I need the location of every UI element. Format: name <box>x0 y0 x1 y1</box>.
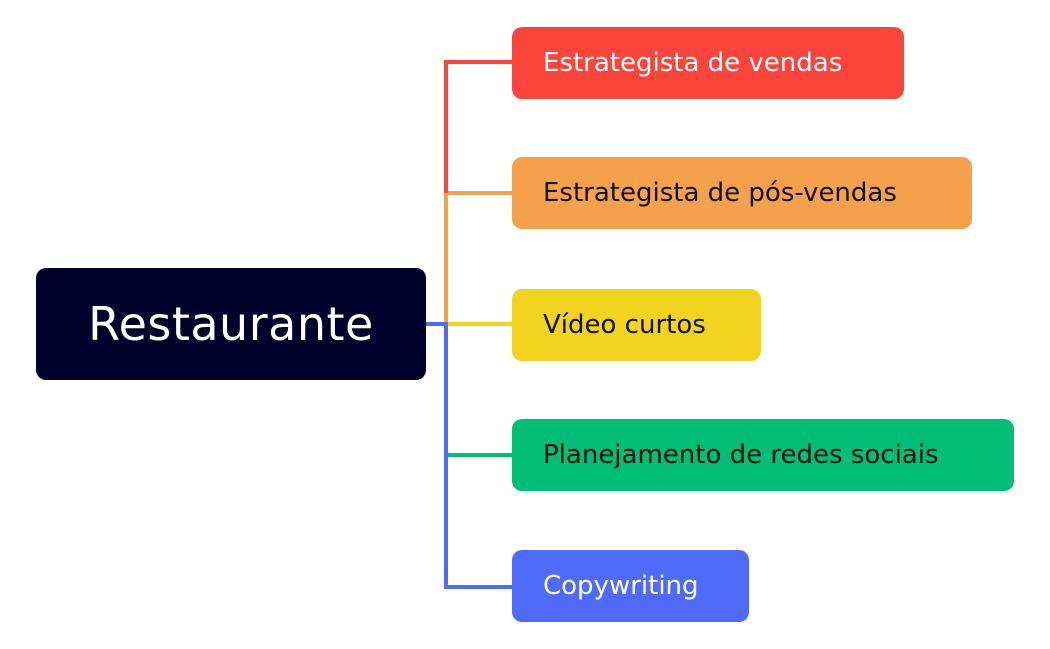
branch-node-label: Copywriting <box>543 571 699 601</box>
branch-node-label: Vídeo curtos <box>543 310 706 340</box>
connector-vendas <box>444 60 512 193</box>
connector-pos-vendas <box>426 191 512 326</box>
branch-node-video[interactable]: Vídeo curtos <box>512 289 761 361</box>
branch-node-copywriting[interactable]: Copywriting <box>512 550 749 622</box>
root-node-label: Restaurante <box>88 297 374 351</box>
branch-node-redes-sociais[interactable]: Planejamento de redes sociais <box>512 419 1014 491</box>
connector-copy <box>426 322 512 589</box>
branch-node-vendas[interactable]: Estrategista de vendas <box>512 27 904 99</box>
branch-node-pos-vendas[interactable]: Estrategista de pós-vendas <box>512 157 972 229</box>
branch-node-label: Estrategista de vendas <box>543 48 843 78</box>
branch-node-label: Planejamento de redes sociais <box>543 440 939 470</box>
root-node[interactable]: Restaurante <box>36 268 426 380</box>
branch-node-label: Estrategista de pós-vendas <box>543 178 897 208</box>
